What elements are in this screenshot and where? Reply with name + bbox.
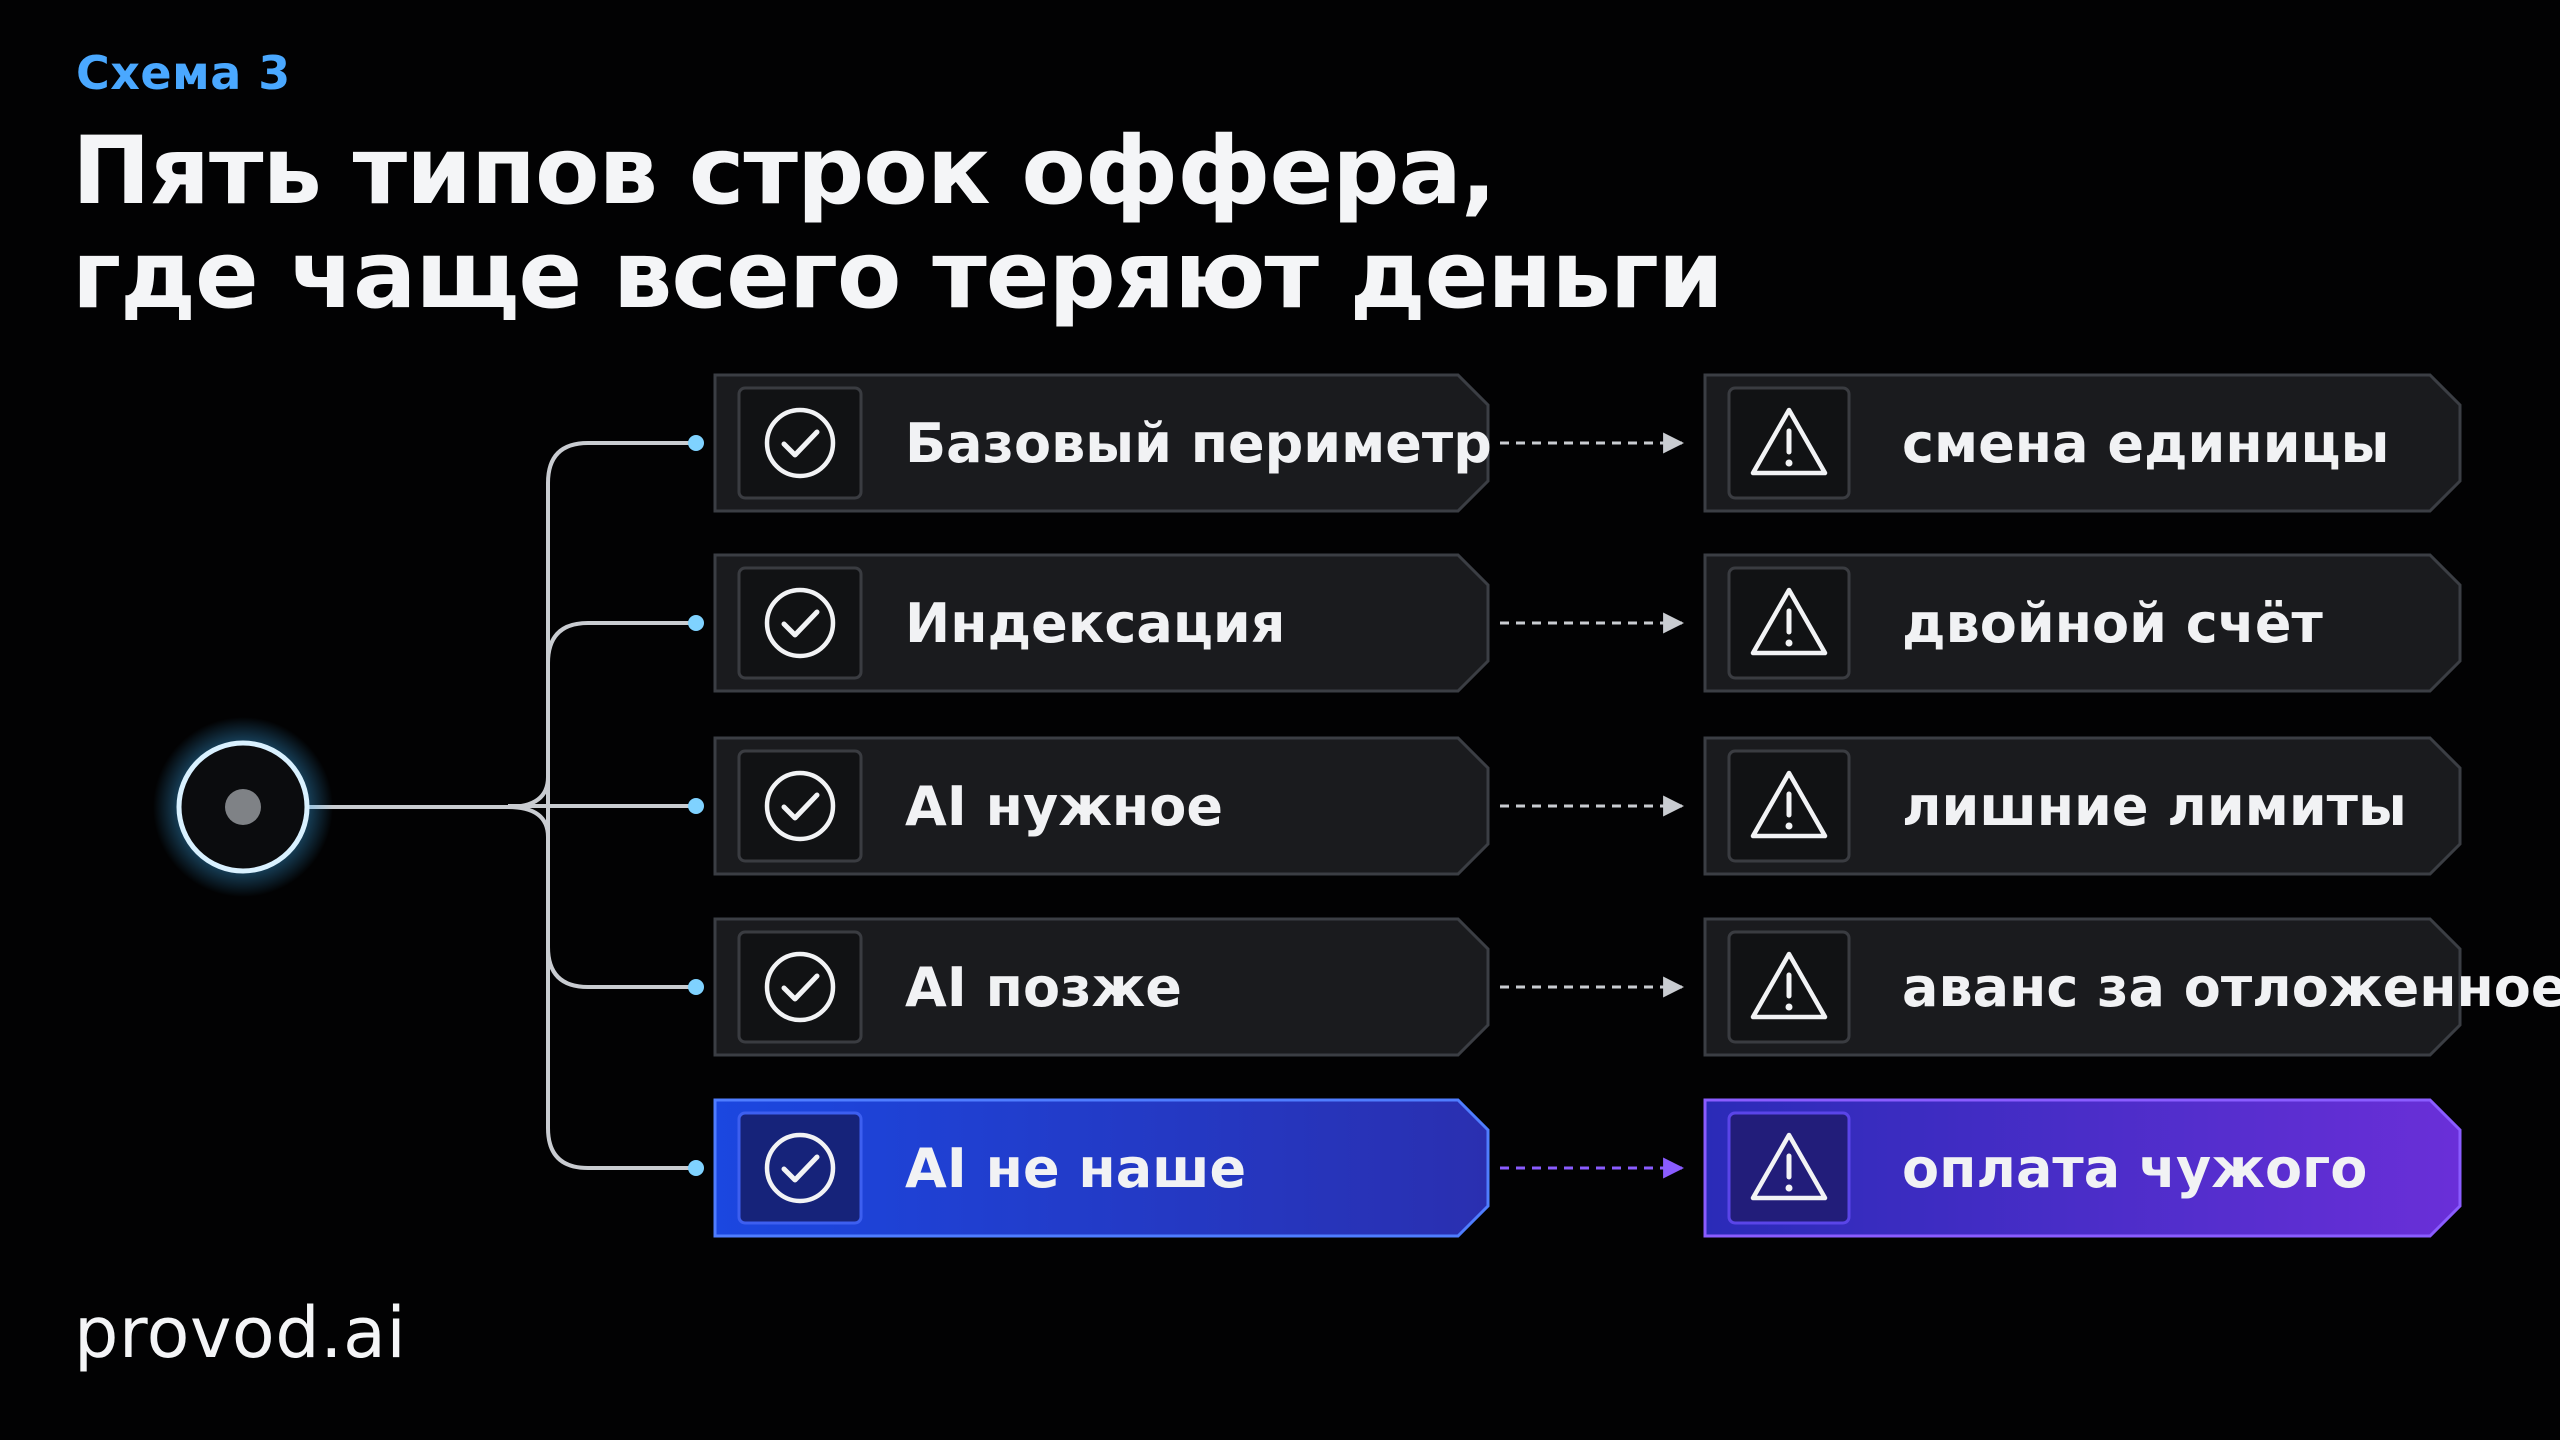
risk-label: оплата чужого <box>1902 1137 2367 1200</box>
line-type-label: Базовый периметр <box>905 412 1492 475</box>
risk-label: аванс за отложенное <box>1902 956 2560 1019</box>
risk-card[interactable]: аванс за отложенное <box>1703 917 2560 1057</box>
brand-logo: provod.ai <box>74 1292 407 1374</box>
branch-line <box>546 441 696 484</box>
line-type-label: AI позже <box>905 956 1182 1019</box>
line-type-label: AI не наше <box>905 1137 1246 1200</box>
diagram-row: Индексация двойной счёт <box>713 553 2462 693</box>
line-type-label: AI нужное <box>905 775 1223 838</box>
check-circle-icon <box>764 951 836 1023</box>
branch-endpoint <box>688 615 704 631</box>
glowing-dot-icon <box>225 789 261 825</box>
line-type-label: Индексация <box>905 592 1285 655</box>
kicker: Схема 3 <box>76 46 291 100</box>
risk-card[interactable]: оплата чужого <box>1703 1098 2462 1238</box>
branch-endpoint <box>688 979 704 995</box>
diagram-row: Базовый периметр смена единицы <box>713 373 2462 513</box>
line-type-card[interactable]: Базовый периметр <box>713 373 1492 513</box>
line-type-card[interactable]: Индексация <box>713 553 1490 693</box>
warning-triangle-icon <box>1750 951 1828 1020</box>
branch-endpoint <box>688 798 704 814</box>
warning-triangle-icon <box>1750 587 1828 656</box>
risk-label: двойной счёт <box>1902 592 2323 655</box>
branch-line <box>546 1127 696 1170</box>
branch-endpoint <box>688 435 704 451</box>
title-line-1: Пять типов строк оффера, <box>72 117 1497 226</box>
page-title: Пять типов строк оффера, где чаще всего … <box>72 117 1724 330</box>
diagram-row: AI не наше оплата чужого <box>713 1098 2462 1238</box>
risk-card[interactable]: лишние лимиты <box>1703 736 2462 876</box>
check-circle-icon <box>764 770 836 842</box>
warning-triangle-icon <box>1750 770 1828 839</box>
line-type-card[interactable]: AI не наше <box>713 1098 1490 1238</box>
diagram-row: AI позже аванс за отложенное <box>713 917 2560 1057</box>
line-type-card[interactable]: AI позже <box>713 917 1490 1057</box>
source-node <box>153 717 333 897</box>
risk-label: смена единицы <box>1902 412 2389 475</box>
branch-line <box>546 621 696 664</box>
branch-endpoint <box>688 1160 704 1176</box>
risk-card[interactable]: двойной счёт <box>1703 553 2462 693</box>
risk-card[interactable]: смена единицы <box>1703 373 2462 513</box>
risk-label: лишние лимиты <box>1902 775 2407 838</box>
diagram-row: AI нужное лишние лимиты <box>713 736 2462 876</box>
check-circle-icon <box>764 1132 836 1204</box>
line-type-card[interactable]: AI нужное <box>713 736 1490 876</box>
branch-line <box>546 946 696 989</box>
check-circle-icon <box>764 407 836 479</box>
warning-triangle-icon <box>1750 407 1828 476</box>
title-line-2: где чаще всего теряют деньги <box>72 221 1724 330</box>
check-circle-icon <box>764 587 836 659</box>
branch-connectors <box>308 435 704 1176</box>
warning-triangle-icon <box>1750 1132 1828 1201</box>
